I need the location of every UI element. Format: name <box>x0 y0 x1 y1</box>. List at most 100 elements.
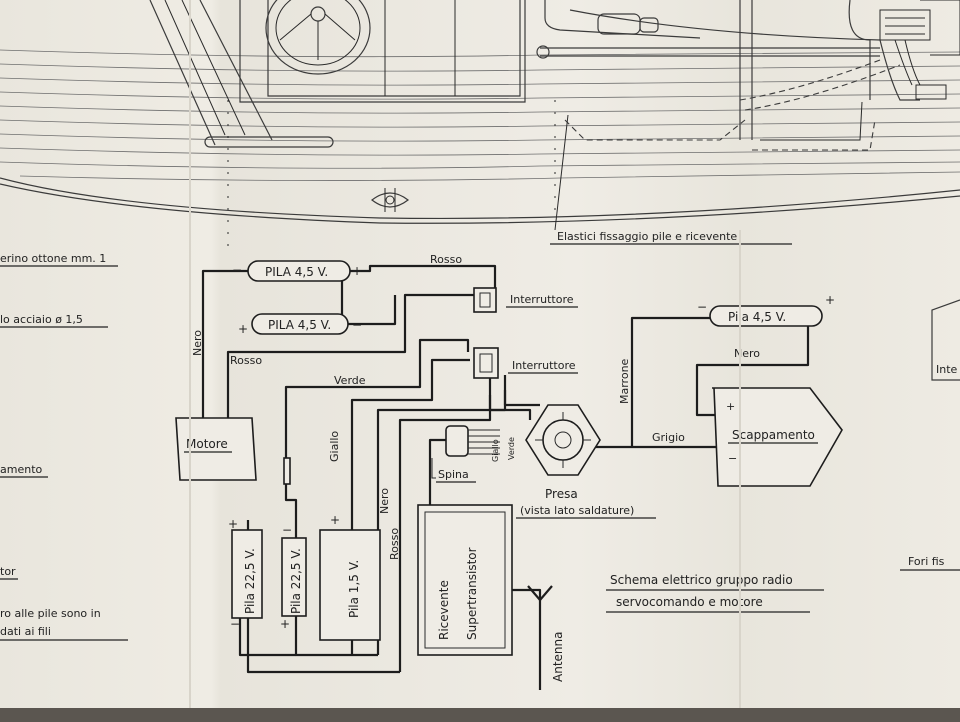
polarity-plus-7: + <box>726 400 735 413</box>
terminal <box>915 84 947 100</box>
polarity-minus-1: − <box>232 263 242 277</box>
plug-spina: Spina <box>431 425 500 483</box>
hook-wire <box>544 0 701 39</box>
polarity-minus-2: − <box>352 318 362 332</box>
cockpit-dividers <box>384 0 456 96</box>
battery-pila3: Pila 4,5 V. − + <box>697 293 835 327</box>
caption-line1: Schema elettrico gruppo radio <box>610 573 793 587</box>
elastic-wire <box>569 9 881 41</box>
strut-hatching <box>164 0 246 136</box>
tray-dashed-3 <box>744 64 901 111</box>
steering-wheel-inner <box>275 0 361 66</box>
wire-rosso-top <box>350 264 497 300</box>
motor-motore: Motore <box>175 417 257 481</box>
battery-pila2: PILA 4,5 V. + − <box>238 313 362 336</box>
wire-pila225-minus <box>238 618 296 657</box>
battery-pila1: PILA 4,5 V. − + <box>232 260 362 282</box>
lead-connector <box>283 457 291 485</box>
fitting-block <box>597 13 641 35</box>
cable-right <box>879 39 920 101</box>
boat-drawing <box>0 0 960 250</box>
strut-right <box>199 0 273 141</box>
wire-ricevente-spina <box>428 438 450 505</box>
wire-label-giallo: Giallo <box>328 431 341 462</box>
battery-pila1-label: PILA 4,5 V. <box>265 265 328 279</box>
hull-keel-line-2 <box>0 183 960 224</box>
right-structure <box>848 0 871 100</box>
switch-interruttore2-label: Interruttore <box>512 359 576 372</box>
receiver-ricevente: Ricevente Supertransistor <box>417 504 513 656</box>
wire-giallo <box>350 358 470 530</box>
strut-base <box>204 136 334 148</box>
rod-eyelet <box>536 45 550 59</box>
leader-elastici <box>554 114 569 231</box>
polarity-minus-3: − <box>230 617 240 631</box>
switch-interruttore1-label: Interruttore <box>510 293 574 306</box>
polarity-plus-4: + <box>280 617 290 631</box>
tray-dashed-4 <box>752 119 876 151</box>
label-left-amento: amento <box>0 463 43 476</box>
label-right-fori: Fori fis <box>908 555 945 568</box>
steering-wheel <box>265 0 371 75</box>
plug-spina-label: Spina <box>438 468 469 481</box>
deck-box-lines <box>885 17 925 35</box>
label-right-inte: Inte <box>936 363 958 376</box>
cockpit-panel <box>239 0 526 103</box>
polarity-minus-7: − <box>728 452 737 465</box>
wire-label-rosso-top: Rosso <box>430 253 462 266</box>
wire-label-rosso-mid: Rosso <box>388 528 401 560</box>
steering-hub <box>310 6 326 22</box>
right-partial-box <box>931 299 960 381</box>
label-elastici: Elastici fissaggio pile e ricevente <box>557 230 737 243</box>
battery-pila15: Pila 1,5 V. + <box>319 513 381 641</box>
label-left-ottone: erino ottone mm. 1 <box>0 252 106 265</box>
polarity-plus-6: + <box>825 293 835 307</box>
wire-int2-a <box>488 375 532 420</box>
caption-line2: servocomando e motore <box>616 595 763 609</box>
polarity-plus-1: + <box>352 264 362 278</box>
tray-dashed-2 <box>739 59 881 101</box>
fitting-block-2 <box>639 17 659 33</box>
rudder-fitting <box>371 188 409 212</box>
table-edge <box>0 708 960 722</box>
label-left-acciaio: lo acciaio ø 1,5 <box>0 313 83 326</box>
socket-presa-label: Presa <box>545 487 578 501</box>
battery-pila3-label: Pila 4,5 V. <box>728 310 786 324</box>
escapement-label: Scappamento <box>732 428 815 442</box>
wire-label-verde: Verde <box>334 374 366 387</box>
cable-bundle <box>894 39 921 86</box>
wire-nero-left <box>201 269 248 420</box>
hull-keel-line <box>0 177 960 220</box>
battery-pila225b: Pila 22,5 V. − + <box>280 523 307 631</box>
wire-label-nero-left: Nero <box>191 330 204 356</box>
wire-rosso-left <box>226 293 478 420</box>
guide-dots <box>227 100 556 250</box>
tray-outline <box>760 101 863 141</box>
switch-interruttore1: Interruttore <box>473 287 578 313</box>
battery-pila2-label: PILA 4,5 V. <box>268 318 331 332</box>
deck-box <box>879 9 931 41</box>
bulkhead <box>920 0 960 56</box>
wire-label-nero-right: Nero <box>734 347 760 360</box>
receiver-supertransistor-label: Supertransistor <box>465 547 479 640</box>
wire-label-grigio: Grigio <box>652 431 685 444</box>
battery-pila225b-label: Pila 22,5 V. <box>289 548 303 614</box>
wire-int2-b <box>503 375 540 407</box>
wire-marrone <box>630 316 710 447</box>
wire-motore-link <box>284 480 298 520</box>
switch-interruttore2: Interruttore <box>473 347 578 379</box>
polarity-minus-4: − <box>282 523 292 537</box>
battery-pila225a-label: Pila 22,5 V. <box>243 548 257 614</box>
battery-pila15-label: Pila 1,5 V. <box>347 560 361 618</box>
wire-label-nero-mid: Nero <box>378 488 391 514</box>
receiver-label: Ricevente <box>437 580 451 640</box>
polarity-plus-3: + <box>228 517 238 531</box>
steering-spokes <box>279 13 356 60</box>
tray-dashed-1 <box>564 119 746 141</box>
polarity-minus-6: − <box>697 300 707 314</box>
hull-planks <box>0 49 960 181</box>
wire-label-giallo-small: Giallo <box>491 439 500 462</box>
cockpit-inner <box>267 0 521 97</box>
